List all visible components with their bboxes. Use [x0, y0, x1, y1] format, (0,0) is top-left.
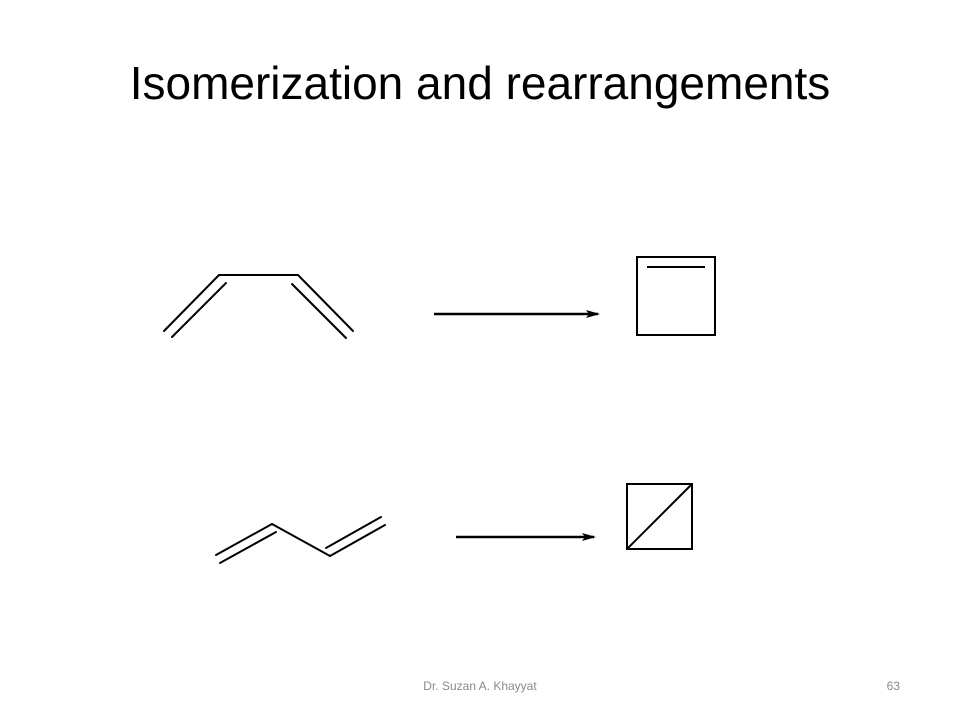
- product-cyclobutene: [636, 256, 716, 336]
- product-bicyclobutane: [626, 483, 693, 550]
- footer-author: Dr. Suzan A. Khayyat: [423, 679, 537, 693]
- slide-number: 63: [886, 679, 900, 693]
- reactant-s-trans-butadiene: [215, 516, 386, 564]
- reactant-s-cis-butadiene: [163, 274, 354, 339]
- slide-title: Isomerization and rearrangements: [129, 57, 831, 109]
